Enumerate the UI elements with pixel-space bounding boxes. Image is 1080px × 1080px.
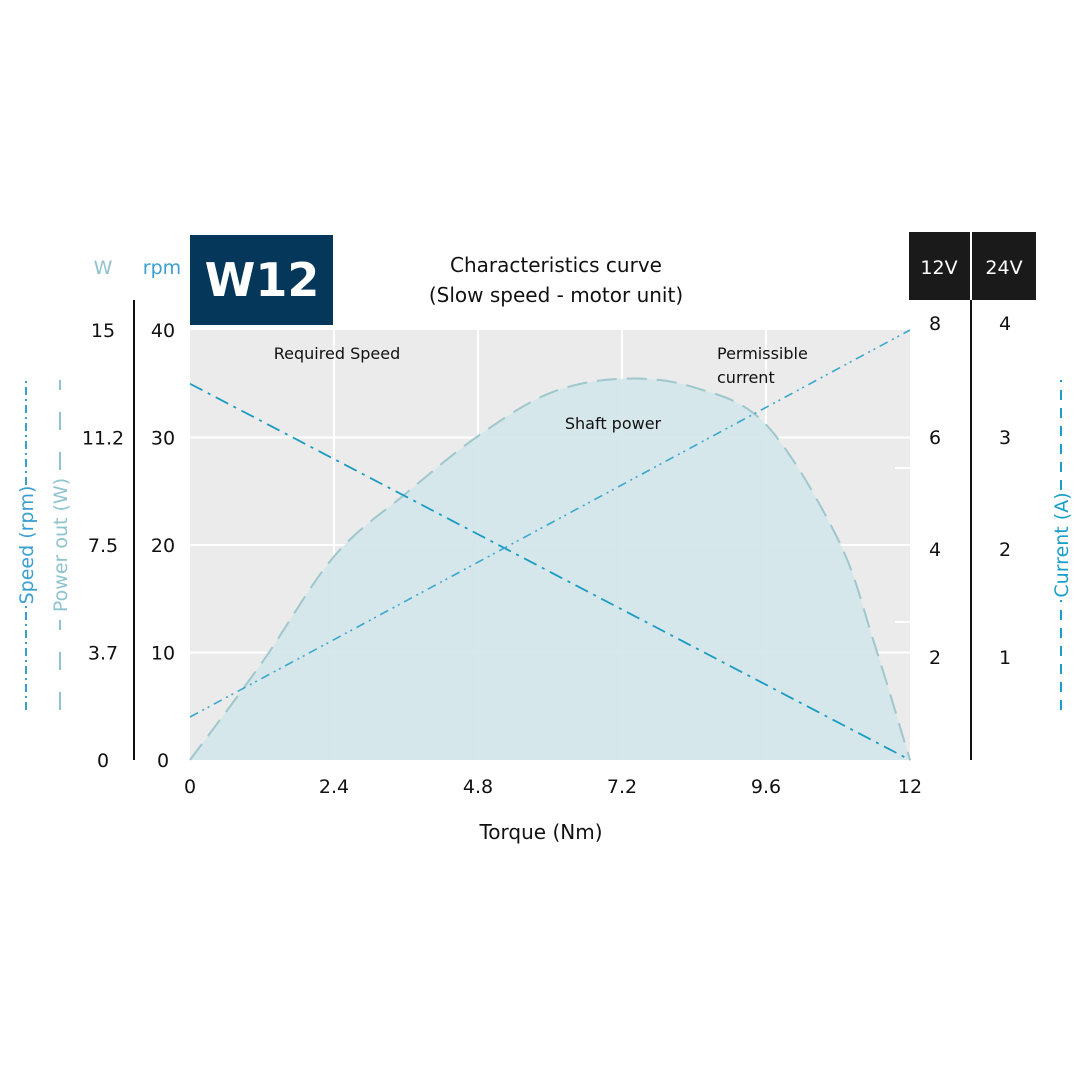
current-annotation-line1: Permissible: [717, 344, 808, 363]
power-axis-label: Power out (W): [50, 380, 72, 710]
x-tick-label: 0: [184, 776, 196, 798]
x-tick-label: 9.6: [751, 776, 781, 798]
power-tick-label: 7.5: [88, 535, 118, 557]
current-12v-tick-label: 6: [929, 427, 941, 449]
required-speed-line: [189, 382, 911, 761]
x-tick-label: 2.4: [319, 776, 349, 798]
speed-tick-label: 0: [157, 750, 169, 772]
x-axis-label: Torque (Nm): [478, 820, 602, 844]
header-12v-text: 12V: [920, 257, 957, 279]
speed-tick-label: 40: [151, 320, 175, 342]
shaft-power-line: [189, 377, 911, 761]
speed-annotation: Required Speed: [274, 344, 400, 363]
current-24v-tick-label: 3: [999, 427, 1011, 449]
power-annotation: Shaft power: [565, 414, 662, 433]
speed-axis-label: Speed (rpm): [16, 380, 38, 710]
current-axis-label-text: Current (A): [1051, 492, 1073, 597]
header-12v: [909, 232, 970, 300]
model-badge-text: W12: [205, 253, 320, 307]
current-12v-tick-label: 4: [929, 539, 941, 561]
power-unit-label: W: [94, 257, 113, 279]
chart-subtitle: (Slow speed - motor unit): [429, 283, 683, 307]
power-tick-label: 3.7: [88, 643, 118, 665]
current-24v-tick-label: 1: [999, 647, 1011, 669]
current-axis-label: Current (A): [1051, 380, 1073, 710]
permissible-current-line: [189, 329, 911, 718]
speed-tick-label: 10: [151, 643, 175, 665]
power-tick-label: 11.2: [82, 428, 124, 450]
shaft-power-area: [190, 378, 910, 760]
speed-unit-label: rpm: [143, 257, 181, 279]
current-annotation-line2: current: [717, 368, 775, 387]
speed-tick-label: 30: [151, 428, 175, 450]
header-24v: [972, 232, 1036, 300]
power-axis-label-text: Power out (W): [50, 478, 72, 612]
header-24v-text: 24V: [985, 257, 1022, 279]
x-tick-label: 12: [898, 776, 922, 798]
chart-title: Characteristics curve: [450, 253, 662, 277]
model-badge: [190, 235, 333, 325]
current-24v-tick-label: 2: [999, 539, 1011, 561]
x-tick-label: 7.2: [607, 776, 637, 798]
speed-tick-label: 20: [151, 535, 175, 557]
current-24v-tick-label: 4: [999, 313, 1011, 335]
power-tick-label: 0: [97, 750, 109, 772]
power-tick-label: 15: [91, 320, 115, 342]
current-12v-tick-label: 8: [929, 313, 941, 335]
current-12v-tick-label: 2: [929, 647, 941, 669]
x-tick-label: 4.8: [463, 776, 493, 798]
speed-axis-label-text: Speed (rpm): [16, 486, 38, 605]
